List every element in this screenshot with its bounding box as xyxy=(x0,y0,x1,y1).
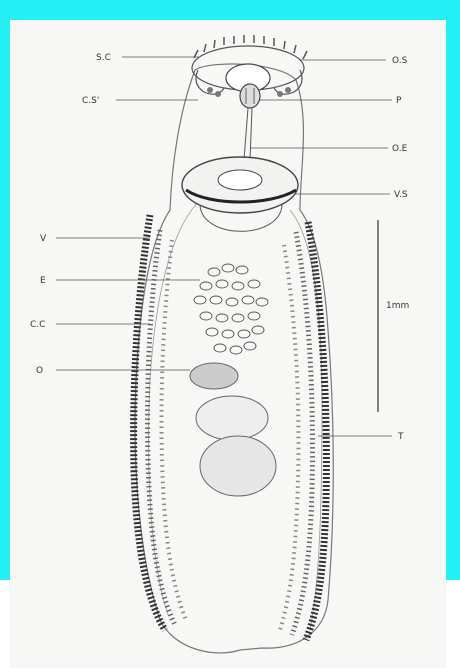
vitellaria-left xyxy=(134,215,186,630)
body-outline xyxy=(135,64,333,653)
label-scale-bar: 1mm xyxy=(386,301,409,311)
label-cephalic-spine: C.S' xyxy=(82,96,99,106)
label-cirrus: C.C xyxy=(30,320,45,330)
cirrus-dot xyxy=(277,91,283,97)
label-ovary: O xyxy=(36,366,43,376)
testis-posterior xyxy=(200,436,276,496)
vitellaria-right xyxy=(280,222,326,640)
ventral-sucker-inner xyxy=(218,170,262,190)
label-oesophagus: O.E xyxy=(392,144,408,154)
cirrus-dot xyxy=(215,91,221,97)
ventral-sucker-group xyxy=(182,157,298,231)
cirrus-dot xyxy=(207,87,213,93)
sucker-cirri xyxy=(194,35,307,59)
label-ventral-sucker: V.S xyxy=(394,190,408,200)
label-egg: E xyxy=(40,276,46,286)
testis-anterior xyxy=(196,396,268,440)
egg-cluster xyxy=(194,264,268,354)
ovary xyxy=(190,363,238,389)
label-oral-sucker: O.S xyxy=(392,56,408,66)
pharynx xyxy=(240,84,260,108)
oesophagus xyxy=(244,108,252,160)
label-pharynx: P xyxy=(396,96,402,106)
cirrus-dot xyxy=(285,87,291,93)
label-vitellaria: V xyxy=(40,234,47,244)
label-sucker-cirri: S.C xyxy=(96,53,111,63)
body-inner-outline-right xyxy=(290,210,322,630)
label-testis: T xyxy=(397,432,404,442)
